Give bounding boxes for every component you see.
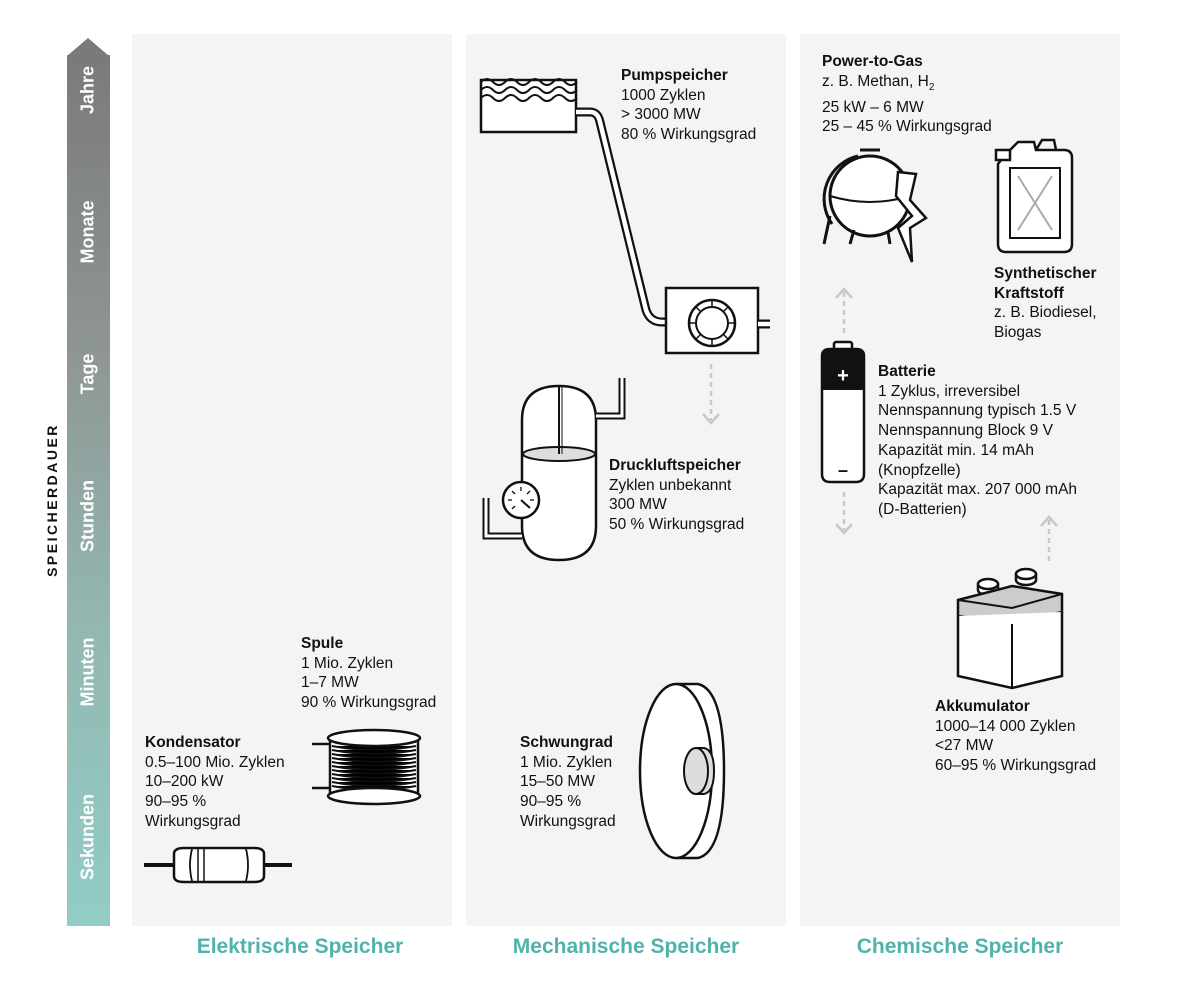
kraftstoff-info: Synthetischer Kraftstoff z. B. Biodiesel… xyxy=(994,264,1097,343)
kondensator-title: Kondensator xyxy=(145,734,241,751)
kraftstoff-line: Biogas xyxy=(994,324,1042,342)
dashed-arrow-up-icon xyxy=(835,287,853,336)
pumpspeicher-line: 1000 Zyklen xyxy=(621,86,706,104)
power-to-gas-line: 25 kW – 6 MW xyxy=(822,98,924,116)
power-to-gas-line: z. B. Methan, H2 xyxy=(822,72,992,98)
power-to-gas-line1-prefix: z. B. Methan, H xyxy=(822,72,929,90)
spule-line: 1–7 MW xyxy=(301,674,359,692)
tick-sekunden: Sekunden xyxy=(77,793,98,881)
spule-line: 90 % Wirkungsgrad xyxy=(301,694,437,712)
battery-icon: + – xyxy=(820,340,866,484)
batterie-line: 1 Zyklus, irreversibel xyxy=(878,382,1021,400)
akkumulator-line: 60–95 % Wirkungsgrad xyxy=(935,757,1097,775)
category-elektrische: Elektrische Speicher xyxy=(196,935,404,958)
schwungrad-info: Schwungrad 1 Mio. Zyklen 15–50 MW 90–95 … xyxy=(520,733,616,832)
battery-minus-symbol: – xyxy=(838,460,848,480)
power-to-gas-line: 25 – 45 % Wirkungsgrad xyxy=(822,118,992,136)
kondensator-line: 90–95 % xyxy=(145,793,207,811)
axis-title: SPEICHERDAUER xyxy=(44,423,60,577)
batterie-line: (D-Batterien) xyxy=(878,500,967,518)
batterie-line: Nennspannung typisch 1.5 V xyxy=(878,402,1077,420)
tick-monate: Monate xyxy=(77,200,98,264)
power-to-gas-title: Power-to-Gas xyxy=(822,53,923,70)
tick-minuten: Minuten xyxy=(77,637,98,707)
category-chemische: Chemische Speicher xyxy=(856,935,1064,958)
akkumulator-info: Akkumulator 1000–14 000 Zyklen <27 MW 60… xyxy=(935,697,1096,776)
akkumulator-line: 1000–14 000 Zyklen xyxy=(935,717,1076,735)
batterie-line: Nennspannung Block 9 V xyxy=(878,422,1053,440)
kondensator-line: 10–200 kW xyxy=(145,773,224,791)
dashed-arrow-up-icon xyxy=(1040,515,1058,562)
akkumulator-line: <27 MW xyxy=(935,737,994,755)
tick-tage: Tage xyxy=(77,353,98,395)
kraftstoff-title: Synthetischer xyxy=(994,265,1097,282)
spule-title: Spule xyxy=(301,635,344,652)
kondensator-line: 0.5–100 Mio. Zyklen xyxy=(145,753,285,771)
power-to-gas-info: Power-to-Gas z. B. Methan, H2 25 kW – 6 … xyxy=(822,52,992,137)
dashed-arrow-down-icon xyxy=(702,364,720,425)
duration-axis-bar xyxy=(67,55,110,926)
druckluftspeicher-line: 300 MW xyxy=(609,496,667,514)
pumpspeicher-line: 80 % Wirkungsgrad xyxy=(621,126,757,144)
pumpspeicher-info: Pumpspeicher 1000 Zyklen > 3000 MW 80 % … xyxy=(621,66,756,145)
pumped-storage-icon xyxy=(479,78,770,355)
dashed-arrow-down-icon xyxy=(835,492,853,535)
schwungrad-line: 90–95 % xyxy=(520,793,582,811)
druckluftspeicher-title: Druckluftspeicher xyxy=(609,457,741,474)
schwungrad-line: 1 Mio. Zyklen xyxy=(520,753,613,771)
druckluftspeicher-line: Zyklen unbekannt xyxy=(609,476,732,494)
tick-stunden: Stunden xyxy=(77,480,98,552)
batterie-line: (Knopfzelle) xyxy=(878,461,961,479)
fuel-canister-icon xyxy=(994,138,1074,254)
kondensator-line: Wirkungsgrad xyxy=(145,812,241,830)
pumpspeicher-line: > 3000 MW xyxy=(621,106,701,124)
schwungrad-title: Schwungrad xyxy=(520,734,614,751)
gas-tank-lightning-icon xyxy=(822,148,928,263)
kraftstoff-line: z. B. Biodiesel, xyxy=(994,304,1097,322)
panel-mechanische xyxy=(466,34,786,926)
batterie-title: Batterie xyxy=(878,363,936,380)
spule-info: Spule 1 Mio. Zyklen 1–7 MW 90 % Wirkungs… xyxy=(301,634,436,713)
tick-jahre: Jahre xyxy=(77,65,98,115)
compressed-air-tank-icon xyxy=(482,378,626,562)
pumpspeicher-title: Pumpspeicher xyxy=(621,67,728,84)
schwungrad-line: Wirkungsgrad xyxy=(520,812,616,830)
axis-arrowhead xyxy=(67,38,109,56)
batterie-line: Kapazität max. 207 000 mAh xyxy=(878,481,1078,499)
schwungrad-line: 15–50 MW xyxy=(520,773,595,791)
akkumulator-title: Akkumulator xyxy=(935,698,1030,715)
flywheel-icon xyxy=(638,682,726,860)
druckluftspeicher-line: 50 % Wirkungsgrad xyxy=(609,516,745,534)
coil-icon xyxy=(312,728,422,806)
capacitor-icon xyxy=(144,846,292,884)
batterie-info: Batterie 1 Zyklus, irreversibel Nennspan… xyxy=(878,362,1077,520)
spule-line: 1 Mio. Zyklen xyxy=(301,654,394,672)
car-battery-icon xyxy=(956,567,1064,690)
power-to-gas-subscript: 2 xyxy=(928,81,935,93)
kondensator-info: Kondensator 0.5–100 Mio. Zyklen 10–200 k… xyxy=(145,733,285,832)
batterie-line: Kapazität min. 14 mAh xyxy=(878,441,1034,459)
kraftstoff-title: Kraftstoff xyxy=(994,284,1064,302)
category-mechanische: Mechanische Speicher xyxy=(512,935,740,958)
druckluftspeicher-info: Druckluftspeicher Zyklen unbekannt 300 M… xyxy=(609,456,744,535)
battery-plus-symbol: + xyxy=(837,365,849,387)
